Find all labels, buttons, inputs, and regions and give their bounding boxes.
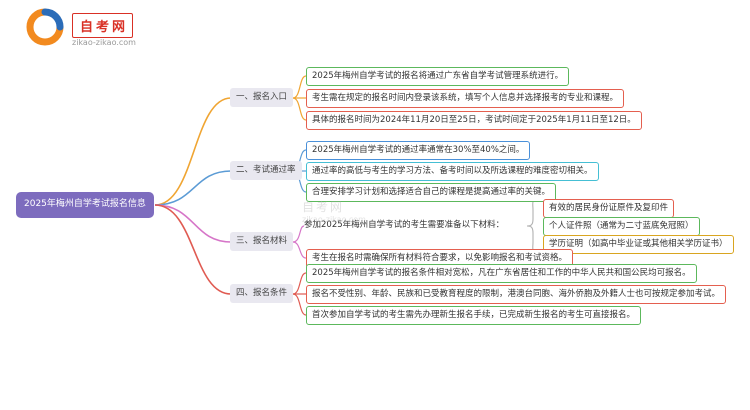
leaf-node: 通过率的高低与考生的学习方法、备考时间以及所选课程的难度密切相关。 [306,162,599,181]
leaf-node-material: 学历证明（如高中毕业证或其他相关学历证书） [543,235,734,254]
logo-icon [26,8,64,46]
leaf-node: 合理安排学习计划和选择适合自己的课程是提高通过率的关键。 [306,183,557,202]
branch-node-conditions: 四、报名条件 [230,284,294,304]
leaf-node: 考生需在规定的报名时间内登录该系统，填写个人信息并选择报考的专业和课程。 [306,89,625,108]
leaf-node: 报名不受性别、年龄、民族和已受教育程度的限制，港澳台同胞、海外侨胞及外籍人士也可… [306,285,727,304]
leaf-node: 首次参加自学考试的考生需先办理新生报名手续，已完成新生报名的考生可直接报名。 [306,306,642,325]
leaf-node-material: 个人证件照（通常为二寸蓝底免冠照） [543,217,700,236]
logo-domain: zikao-zikao.com [72,38,136,47]
materials-brace [526,198,539,254]
logo-text[interactable]: 自考网 [72,13,134,38]
leaf-node: 2025年梅州自学考试的报名将通过广东省自学考试管理系统进行。 [306,67,570,86]
leaf-node: 具体的报名时间为2024年11月20日至25日，考试时间定于2025年1月11日… [306,111,642,130]
site-logo[interactable] [26,8,64,50]
materials-intro-text: 参加2025年梅州自学考试的考生需要准备以下材料： [304,220,505,230]
leaf-node: 2025年梅州自学考试的报名条件相对宽松，凡在广东省居住和工作的中华人民共和国公… [306,264,697,283]
branch-node-pass-rate: 二、考试通过率 [230,161,302,181]
leaf-node-material: 有效的居民身份证原件及复印件 [543,199,675,218]
branch-node-entry: 一、报名入口 [230,88,294,108]
root-node: 2025年梅州自学考试报名信息 [16,192,154,218]
branch-node-materials: 三、报名材料 [230,232,294,252]
leaf-node: 2025年梅州自学考试的通过率通常在30%至40%之间。 [306,141,531,160]
